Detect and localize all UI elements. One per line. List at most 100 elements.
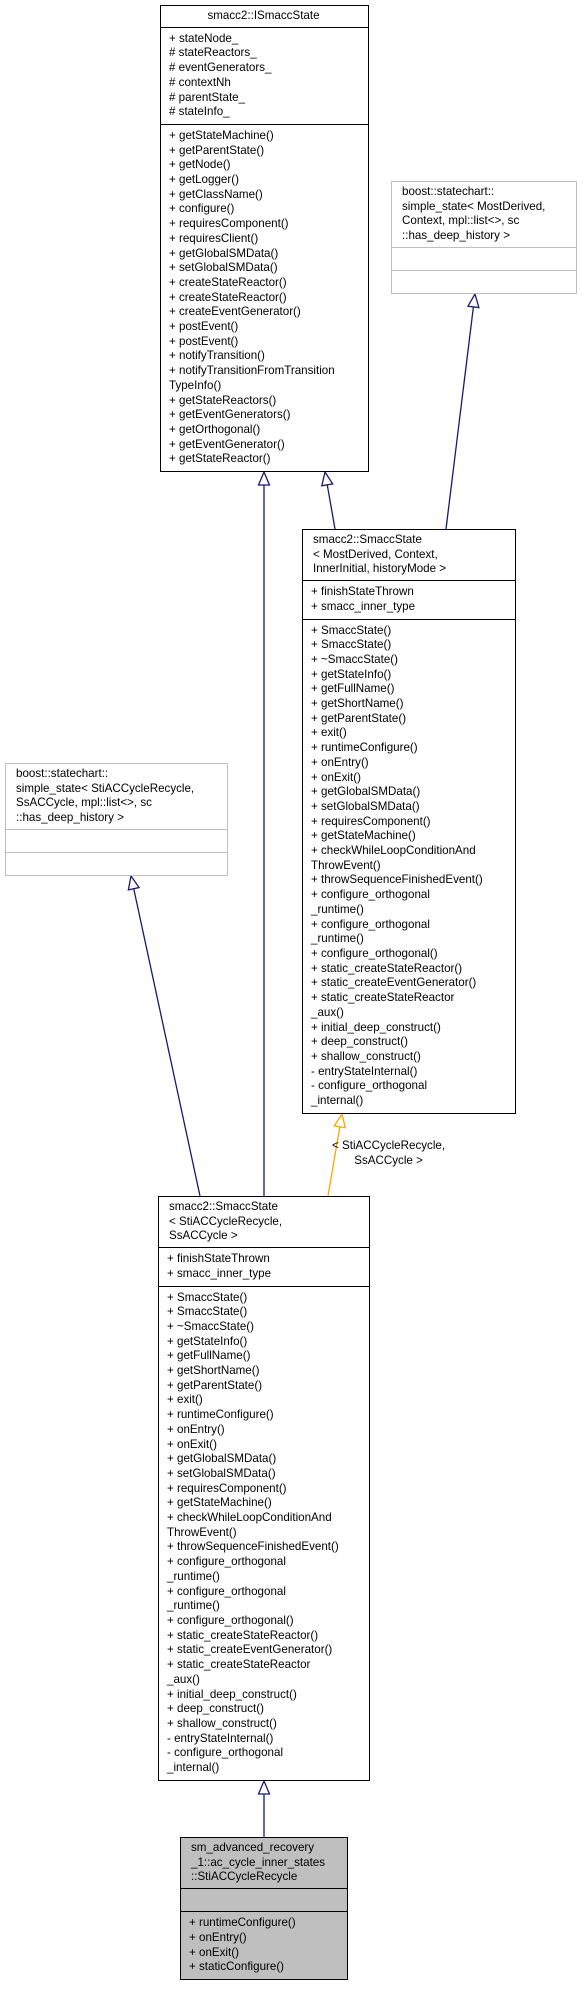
template-label-line: SsACCycle > (354, 1153, 423, 1167)
method-item: + getLogger() (169, 173, 239, 187)
method-item: _internal() (167, 1761, 220, 1775)
method-item: + shallow_construct() (311, 1049, 421, 1063)
method-item: + getFullName() (311, 682, 395, 696)
method-item: + onExit() (167, 1437, 217, 1451)
method-item: + configure() (169, 202, 235, 216)
method-item: + throwSequenceFinishedEvent() (167, 1540, 339, 1554)
methods-section (6, 851, 227, 875)
method-item: + SmaccState() (311, 623, 392, 637)
method-item: + runtimeConfigure() (189, 1916, 296, 1930)
method-item: + setGlobalSMData() (167, 1466, 276, 1480)
method-item: + setGlobalSMData() (169, 261, 278, 275)
class-simple-state-generic[interactable]: boost::statechart::simple_state< MostDer… (391, 181, 577, 294)
method-item: + getParentState() (311, 711, 407, 725)
class-title-line: < MostDerived, Context, (313, 547, 438, 561)
class-title: sm_advanced_recovery_1::ac_cycle_inner_s… (181, 1838, 347, 1888)
method-item: + requiresComponent() (311, 814, 431, 828)
method-item: + deep_construct() (167, 1702, 264, 1716)
method-item: + SmaccState() (167, 1305, 248, 1319)
method-item: + getFullName() (167, 1349, 251, 1363)
methods-section: + getStateMachine()+ getParentState()+ g… (161, 123, 368, 471)
method-item: + configure_orthogonal (311, 917, 430, 931)
class-title-line: smacc2::SmaccState (169, 1200, 278, 1213)
method-item: + ~SmaccState() (311, 652, 398, 666)
class-title-line: boost::statechart:: (402, 185, 495, 198)
method-item: + onEntry() (167, 1422, 225, 1436)
method-item: + configure_orthogonal (167, 1555, 286, 1569)
class-title: boost::statechart::simple_state< MostDer… (392, 182, 576, 247)
method-item: + getGlobalSMData() (311, 785, 421, 799)
method-item: + checkWhileLoopConditionAnd (167, 1511, 332, 1525)
method-item: + static_createStateReactor (167, 1658, 311, 1672)
class-title-line: boost::statechart:: (16, 767, 109, 780)
class-title-line: InnerInitial, historyMode > (313, 562, 447, 576)
method-item: + createEventGenerator() (169, 305, 301, 319)
class-title-line: < StiACCycleRecycle, (169, 1214, 283, 1228)
class-title-line: sm_advanced_recovery (191, 1841, 315, 1854)
method-item: + shallow_construct() (167, 1716, 277, 1730)
method-item: _runtime() (311, 932, 364, 946)
method-item: + getParentState() (167, 1378, 263, 1392)
methods-section (392, 269, 576, 293)
method-item: _aux() (167, 1672, 200, 1686)
class-ismaccstate[interactable]: smacc2::ISmaccState + stateNode_# stateR… (160, 5, 369, 473)
method-item: + getShortName() (167, 1364, 260, 1378)
method-item: + static_createEventGenerator() (167, 1643, 333, 1657)
attributes-section (181, 1888, 347, 1911)
method-item: + static_createStateReactor() (167, 1628, 319, 1642)
inheritance-edge-sti-to-simple-state-sti (127, 874, 201, 1197)
class-title-line: _1::ac_cycle_inner_states (191, 1855, 326, 1869)
method-item: + getEventGenerator() (169, 437, 285, 451)
attributes-section: + finishStateThrown+ smacc_inner_type (303, 580, 515, 618)
class-sticycle-recycle[interactable]: sm_advanced_recovery_1::ac_cycle_inner_s… (180, 1837, 348, 1980)
method-item: + getStateReactor() (169, 452, 271, 466)
attribute-item: # contextNh (169, 75, 231, 89)
method-item: + runtimeConfigure() (167, 1408, 274, 1422)
method-item: _runtime() (167, 1599, 220, 1613)
method-item: _internal() (311, 1094, 364, 1108)
method-item: + getStateInfo() (167, 1334, 248, 1348)
attributes-section: + finishStateThrown+ smacc_inner_type (159, 1247, 369, 1285)
class-smaccstate-template[interactable]: smacc2::SmaccState< MostDerived, Context… (302, 529, 516, 1114)
method-item: + checkWhileLoopConditionAnd (311, 844, 476, 858)
inheritance-edge-template-to-simple-state (445, 292, 480, 530)
class-title-line: smacc2::ISmaccState (207, 9, 320, 22)
method-item: ThrowEvent() (311, 858, 381, 872)
attribute-item: + finishStateThrown (167, 1252, 270, 1266)
method-item: - entryStateInternal() (311, 1064, 418, 1078)
template-argument-label: < StiACCycleRecycle,SsACCycle > (332, 1139, 445, 1168)
method-item: + getClassName() (169, 187, 263, 201)
method-item: + getStateMachine() (311, 829, 416, 843)
method-item: + notifyTransitionFromTransition (169, 364, 335, 378)
method-item: - configure_orthogonal (311, 1079, 428, 1093)
class-title-line: SsACCycle, mpl::list<>, sc (16, 796, 152, 810)
attributes-section (6, 828, 227, 852)
attribute-item: # stateReactors_ (169, 46, 257, 60)
method-item: + deep_construct() (311, 1035, 408, 1049)
class-title: smacc2::ISmaccState (161, 6, 368, 27)
class-smaccstate-sti[interactable]: smacc2::SmaccState< StiACCycleRecycle, S… (158, 1196, 370, 1781)
attribute-item: + smacc_inner_type (311, 599, 416, 613)
method-item: - entryStateInternal() (167, 1731, 274, 1745)
method-item: + exit() (311, 726, 347, 740)
class-simple-state-sti[interactable]: boost::statechart::simple_state< StiACCy… (5, 763, 228, 876)
methods-section: + SmaccState()+ SmaccState()+ ~SmaccStat… (159, 1285, 369, 1780)
method-item: + onEntry() (189, 1930, 247, 1944)
method-item: + static_createEventGenerator() (311, 976, 477, 990)
method-item: + getStateReactors() (169, 393, 277, 407)
inheritance-edge-recycle-to-smaccstate-sti (257, 1779, 271, 1837)
attribute-item: # stateInfo_ (169, 105, 230, 119)
method-item: + getGlobalSMData() (169, 246, 279, 260)
method-item: + getStateMachine() (167, 1496, 272, 1510)
method-item: + SmaccState() (167, 1290, 248, 1304)
attribute-item: + finishStateThrown (311, 585, 414, 599)
template-label-line: < StiACCycleRecycle, (332, 1139, 446, 1152)
method-item: + throwSequenceFinishedEvent() (311, 873, 483, 887)
method-item: + postEvent() (169, 334, 239, 348)
inheritance-edge-smaccstate-sti-to-ismaccstate (257, 470, 271, 1196)
method-item: + getParentState() (169, 143, 265, 157)
attributes-section: + stateNode_# stateReactors_# eventGener… (161, 26, 368, 124)
attributes-section (392, 246, 576, 270)
method-item: + requiresComponent() (169, 217, 289, 231)
